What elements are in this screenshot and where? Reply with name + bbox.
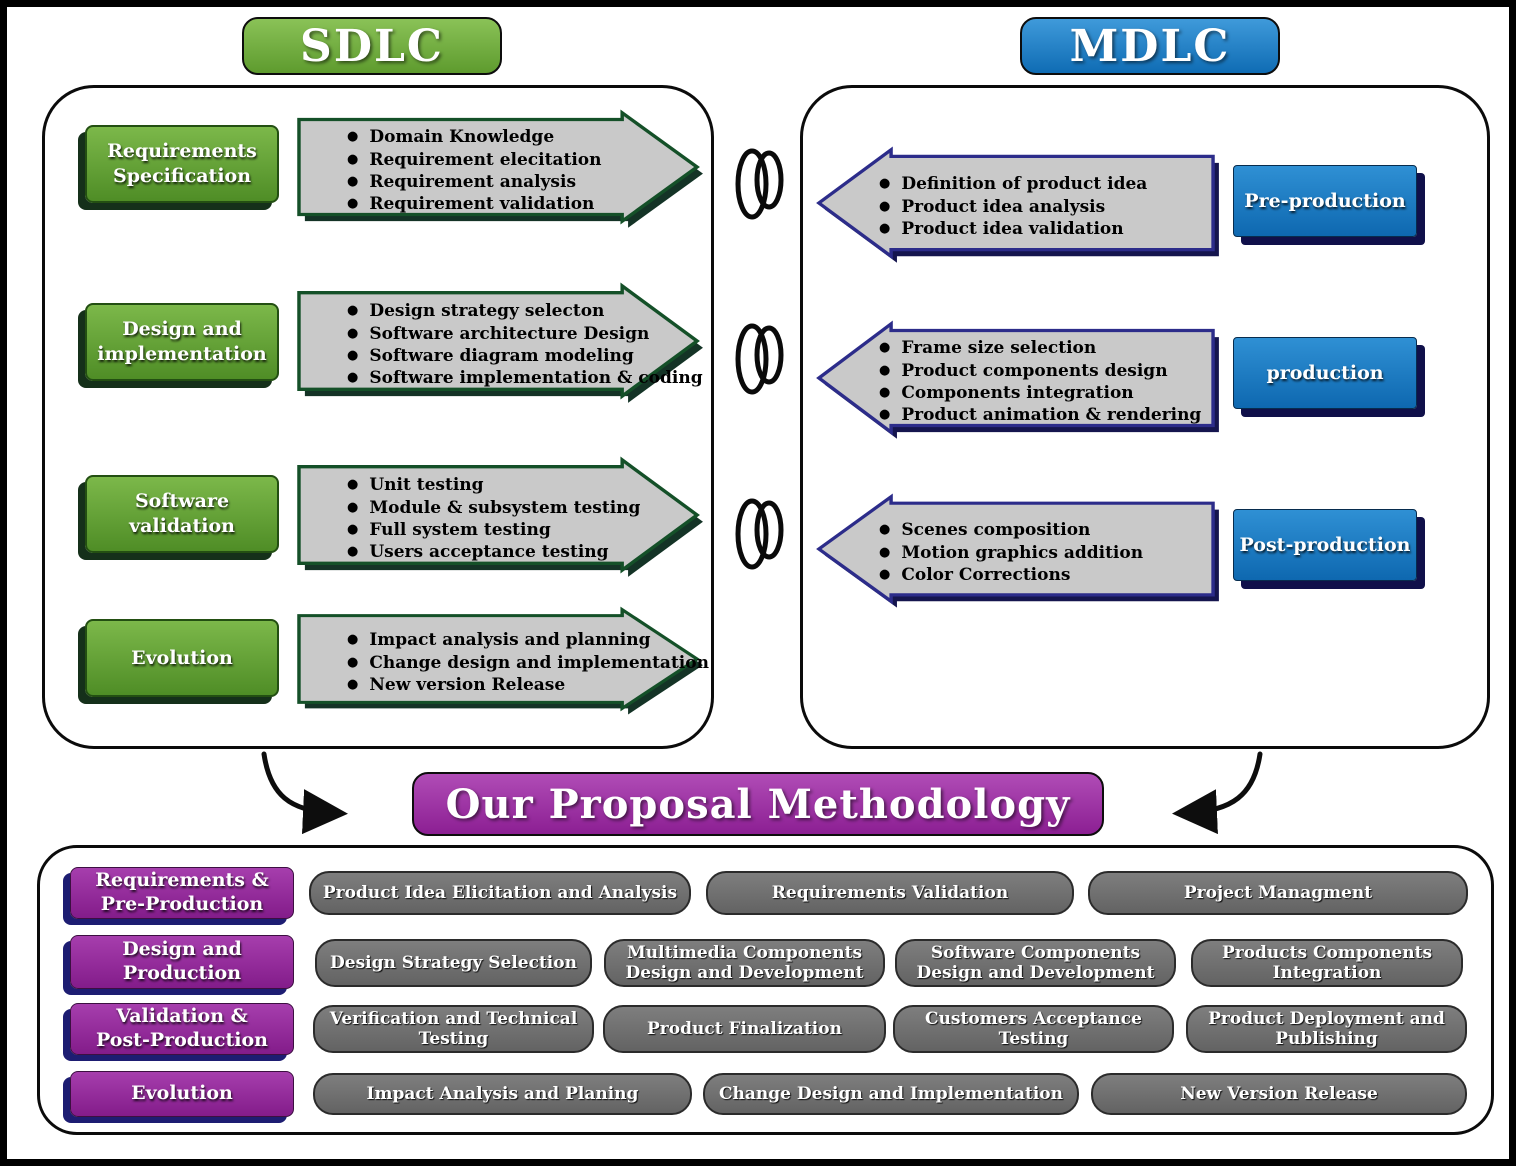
proposal-item: Multimedia Components Design and Develop…	[604, 939, 885, 987]
proposal-item: Project Managment	[1088, 871, 1468, 915]
mdlc-arrow-production: Frame size selection Product components …	[815, 320, 1219, 439]
bullet-item: Software diagram modeling	[347, 345, 633, 367]
bullet-item: Motion graphics addition	[879, 542, 1203, 564]
proposal-item: New Version Release	[1091, 1073, 1467, 1115]
bullet-item: Color Corrections	[879, 564, 1203, 586]
sdlc-stage-evolution: Evolution	[85, 619, 279, 697]
sdlc-stage-validation: Software validation	[85, 475, 279, 553]
sdlc-stage-label: Evolution	[131, 646, 233, 669]
proposal-item: Customers Acceptance Testing	[893, 1005, 1174, 1053]
sdlc-arrow-evolution: Impact analysis and planning Change desi…	[297, 606, 709, 715]
proposal-item: Impact Analysis and Planing	[313, 1073, 692, 1115]
bullet-item: Definition of product idea	[879, 173, 1203, 195]
proposal-title: Our Proposal Methodology	[445, 780, 1071, 828]
sdlc-stage-label: Design and implementation	[97, 318, 267, 365]
mdlc-phase-label: Pre-production	[1244, 190, 1406, 212]
bullet-item: Unit testing	[347, 474, 621, 496]
mdlc-arrow-preproduction: Definition of product idea Product idea …	[815, 146, 1219, 263]
mdlc-header: MDLC	[1020, 17, 1280, 75]
bullet-item: Product idea analysis	[879, 196, 1203, 218]
proposal-item: Software Components Design and Developme…	[895, 939, 1176, 987]
mdlc-phase-postproduction: Post-production	[1233, 509, 1417, 581]
bullet-item: Requirement analysis	[347, 171, 621, 193]
bullet-item: Software architecture Design	[347, 323, 649, 345]
proposal-row-label-text: Evolution	[131, 1082, 233, 1105]
proposal-row-label-evolution: Evolution	[70, 1071, 294, 1117]
sdlc-arrow-validation: Unit testing Module & subsystem testing …	[297, 456, 703, 577]
sdlc-stage-design: Design and implementation	[85, 303, 279, 381]
bullet-item: Requirement validation	[347, 193, 621, 215]
proposal-item: Products Components Integration	[1191, 939, 1463, 987]
sdlc-stage-label: Software validation	[129, 490, 235, 537]
bullet-item: Change design and implementation	[347, 652, 709, 674]
mdlc-title: MDLC	[1069, 20, 1231, 72]
bullet-item: Full system testing	[347, 519, 621, 541]
proposal-item: Verification and Technical Testing	[313, 1005, 594, 1053]
bullet-item: Module & subsystem testing	[347, 497, 640, 519]
proposal-row-label-requirements: Requirements & Pre-Production	[70, 867, 294, 919]
sdlc-arrow-design: Design strategy selecton Software archit…	[297, 282, 703, 403]
curved-arrow-left	[261, 751, 348, 835]
mdlc-phase-label: Post-production	[1239, 534, 1411, 556]
bullet-item: Design strategy selecton	[347, 300, 621, 322]
bullet-item: Frame size selection	[879, 337, 1203, 359]
bullet-item: Domain Knowledge	[347, 126, 621, 148]
bullet-item: Scenes composition	[879, 519, 1203, 541]
proposal-row-label-text: Validation & Post-Production	[96, 1005, 268, 1051]
curved-arrow-right	[1172, 751, 1263, 835]
sdlc-stage-requirements: Requirements Specification	[85, 125, 279, 203]
bullet-item: New version Release	[347, 674, 621, 696]
proposal-header: Our Proposal Methodology	[412, 772, 1104, 836]
bullet-item: Users acceptance testing	[347, 541, 621, 563]
bullet-item: Software implementation & coding	[347, 367, 702, 389]
sdlc-header: SDLC	[242, 17, 502, 75]
proposal-item: Design Strategy Selection	[315, 939, 592, 987]
mdlc-phase-production: production	[1233, 337, 1417, 409]
proposal-item: Product Idea Elicitation and Analysis	[309, 871, 691, 915]
proposal-item: Product Deployment and Publishing	[1186, 1005, 1467, 1053]
chain-link-icon	[735, 323, 784, 395]
proposal-item: Product Finalization	[603, 1005, 886, 1053]
bullet-item: Components integration	[879, 382, 1203, 404]
mdlc-arrow-postproduction: Scenes composition Motion graphics addit…	[815, 493, 1219, 608]
sdlc-title: SDLC	[300, 20, 444, 72]
proposal-row-label-design: Design and Production	[70, 935, 294, 989]
proposal-row-label-text: Design and Production	[122, 938, 242, 984]
bullet-item: Product animation & rendering	[879, 404, 1203, 426]
mdlc-phase-label: production	[1266, 362, 1384, 384]
mdlc-phase-preproduction: Pre-production	[1233, 165, 1417, 237]
bullet-item: Requirement elecitation	[347, 149, 621, 171]
bullet-item: Impact analysis and planning	[347, 629, 650, 651]
sdlc-stage-label: Requirements Specification	[107, 140, 257, 187]
sdlc-arrow-requirements: Domain Knowledge Requirement elecitation…	[297, 109, 703, 228]
chain-link-icon	[735, 498, 784, 570]
proposal-item: Requirements Validation	[706, 871, 1074, 915]
proposal-item: Change Design and Implementation	[703, 1073, 1079, 1115]
bullet-item: Product idea validation	[879, 218, 1203, 240]
bullet-item: Product components design	[879, 360, 1203, 382]
proposal-row-label-validation: Validation & Post-Production	[70, 1003, 294, 1055]
proposal-row-label-text: Requirements & Pre-Production	[95, 869, 269, 915]
chain-link-icon	[735, 148, 784, 220]
